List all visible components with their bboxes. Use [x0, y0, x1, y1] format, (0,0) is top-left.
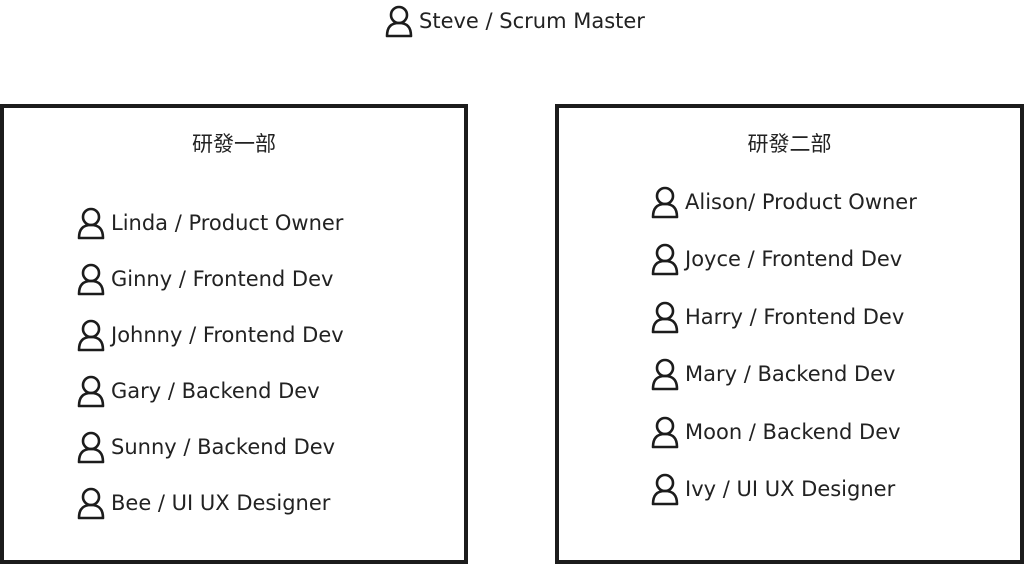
member: Gary / Backend Dev — [76, 374, 320, 408]
scrum-master-label: Steve / Scrum Master — [419, 8, 645, 33]
person-icon — [384, 4, 414, 38]
person-icon — [76, 486, 106, 520]
member: Ginny / Frontend Dev — [76, 262, 333, 296]
member-label: Moon / Backend Dev — [685, 419, 901, 444]
member: Linda / Product Owner — [76, 206, 343, 240]
person-icon — [650, 415, 680, 449]
member-label: Joyce / Frontend Dev — [685, 246, 903, 271]
member-label: Sunny / Backend Dev — [111, 434, 336, 459]
member-label: Alison/ Product Owner — [685, 189, 917, 214]
member: Alison/ Product Owner — [650, 185, 917, 219]
person-icon — [650, 472, 680, 506]
member: Sunny / Backend Dev — [76, 430, 335, 464]
member-label: Ivy / UI UX Designer — [685, 476, 896, 501]
member-label: Linda / Product Owner — [111, 210, 344, 235]
member-label: Mary / Backend Dev — [685, 361, 896, 386]
person-icon — [650, 357, 680, 391]
member: Harry / Frontend Dev — [650, 300, 904, 334]
person-icon — [650, 185, 680, 219]
member: Bee / UI UX Designer — [76, 486, 330, 520]
department-box: 研發二部 Alison/ Product Owner Joyce / Front… — [555, 104, 1024, 564]
member-label: Gary / Backend Dev — [111, 378, 320, 403]
member: Joyce / Frontend Dev — [650, 242, 902, 276]
member-label: Bee / UI UX Designer — [111, 490, 331, 515]
department-box: 研發一部 Linda / Product Owner Ginny / Front… — [0, 104, 468, 564]
member: Moon / Backend Dev — [650, 415, 901, 449]
person-icon — [650, 242, 680, 276]
member: Ivy / UI UX Designer — [650, 472, 895, 506]
department-title: 研發一部 — [192, 132, 276, 156]
person-icon — [76, 318, 106, 352]
person-icon — [76, 430, 106, 464]
person-icon — [76, 374, 106, 408]
member-label: Ginny / Frontend Dev — [111, 266, 334, 291]
person-icon — [76, 262, 106, 296]
scrum-master: Steve / Scrum Master — [384, 4, 645, 38]
member-label: Harry / Frontend Dev — [685, 304, 905, 329]
department-title: 研發二部 — [747, 132, 832, 156]
person-icon — [76, 206, 106, 240]
member: Mary / Backend Dev — [650, 357, 895, 391]
person-icon — [650, 300, 680, 334]
member-label: Johnny / Frontend Dev — [111, 322, 344, 347]
member: Johnny / Frontend Dev — [76, 318, 344, 352]
